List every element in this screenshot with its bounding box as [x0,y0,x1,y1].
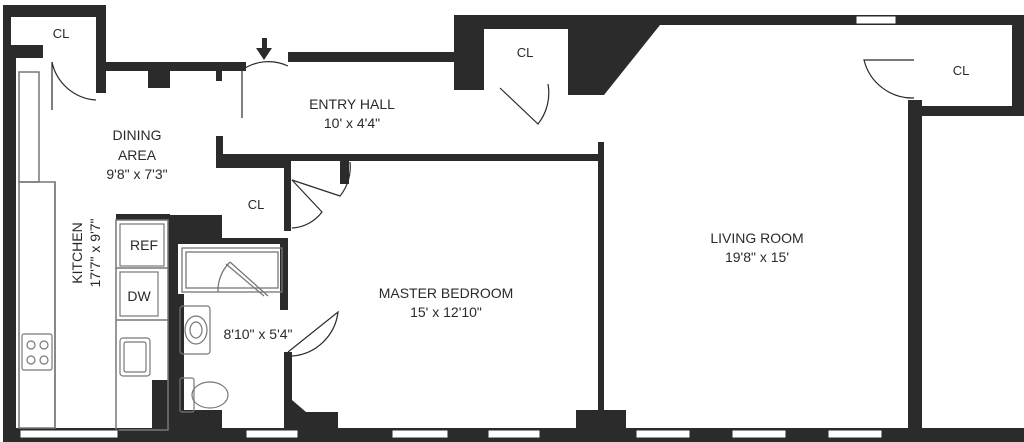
closet-4-label: CL [248,197,265,212]
dining-dims: 9'8" x 7'3" [106,166,167,182]
refrigerator-label: REF [130,237,158,253]
dining-name-line1: DINING [113,127,162,143]
closet-1-label: CL [53,26,70,41]
kitchen-dims: 17'7" x 9'7" [87,218,103,287]
kitchen-name: KITCHEN [69,222,85,283]
living-room-name: LIVING ROOM [710,230,803,246]
entry-hall-dims: 10' x 4'4" [324,115,380,131]
dining-name-line2: AREA [118,147,157,163]
bath-sink-icon [179,305,211,355]
dishwasher-label: DW [127,288,151,304]
appliance-boxes [119,223,165,317]
closet-2-label: CL [517,45,534,60]
master-bedroom-name: MASTER BEDROOM [379,285,514,301]
doors [51,59,915,357]
shower [181,247,283,297]
closet-3-label: CL [953,63,970,78]
windows [19,15,897,439]
master-bedroom-dims: 15' x 12'10" [410,304,482,320]
entry-hall-name: ENTRY HALL [309,96,395,112]
living-room-dims: 19'8" x 15' [725,249,789,265]
toilet-icon [179,377,229,413]
kitchen-sink-icon [119,337,151,377]
entry-arrow-icon [256,38,272,60]
bath-dims: 8'10" x 5'4" [224,326,293,342]
stove-icon [21,333,53,371]
